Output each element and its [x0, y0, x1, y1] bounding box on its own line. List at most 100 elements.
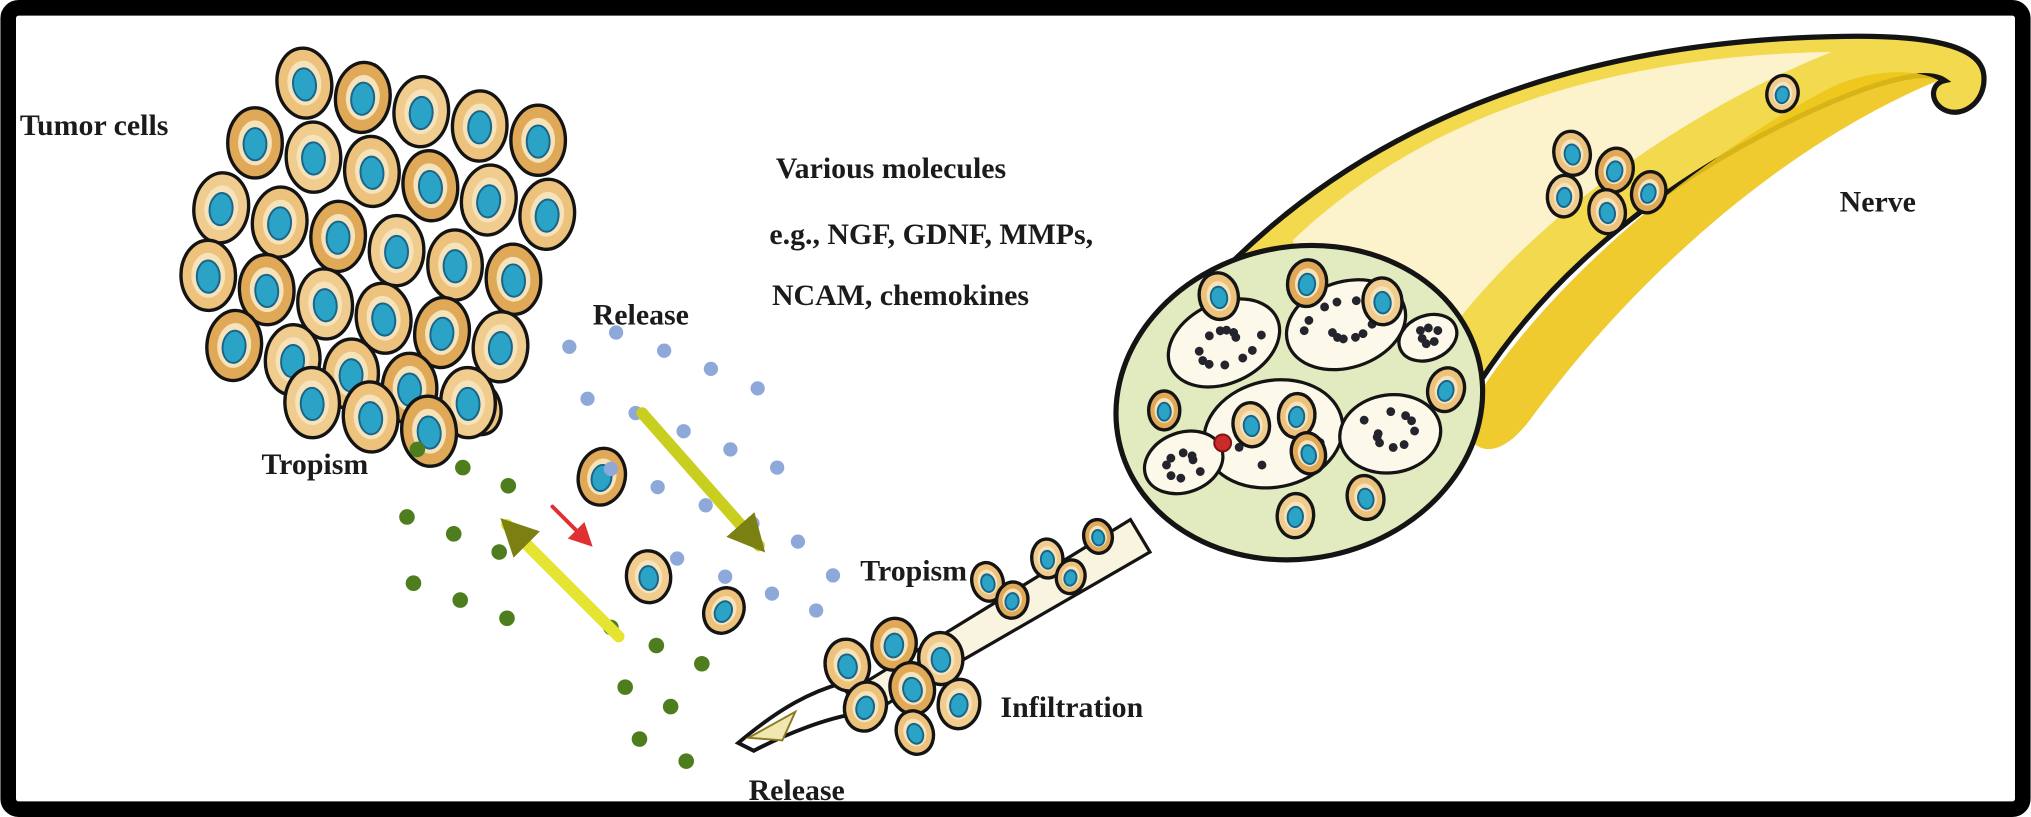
- cell-nucleus: [713, 600, 734, 623]
- cell-nucleus: [442, 249, 468, 284]
- tumor-cell: [917, 630, 965, 687]
- cell-nucleus: [1242, 414, 1261, 438]
- green-molecule-dot: [491, 544, 507, 560]
- blue-molecule-dot: [770, 460, 785, 475]
- green-molecule-dot: [662, 698, 679, 715]
- blue-molecule-dot: [657, 343, 672, 358]
- blue-molecule-dot: [562, 339, 577, 354]
- cell-nucleus: [883, 632, 905, 659]
- cell-nucleus: [487, 331, 513, 366]
- tumor-cell: [341, 380, 400, 454]
- tumor-cell: [1054, 558, 1087, 596]
- axon-dot: [1166, 471, 1176, 481]
- cell-nucleus: [359, 155, 385, 190]
- axon-dot: [1166, 453, 1176, 463]
- green-molecule-dot: [405, 575, 422, 591]
- red-blood-cell: [1213, 433, 1233, 453]
- tumor-cell: [870, 616, 918, 672]
- cell-nucleus: [476, 184, 502, 219]
- cell-nucleus: [416, 415, 442, 450]
- tumor-cell: [1545, 173, 1583, 219]
- tumor-cell: [333, 60, 392, 135]
- green-molecule-dots: [399, 441, 710, 769]
- blue-molecule-dot: [790, 534, 806, 549]
- green-molecule-dot: [694, 655, 710, 672]
- cell-nucleus: [312, 288, 338, 323]
- axon-dot: [1176, 473, 1186, 483]
- tumor-cell: [392, 74, 451, 149]
- cell-nucleus: [1373, 290, 1392, 315]
- cell-nucleus: [525, 124, 551, 159]
- tumor-cell: [459, 163, 518, 237]
- green-molecule-dot: [648, 637, 665, 654]
- axon-dot: [1257, 460, 1267, 470]
- tumor-cell: [237, 252, 296, 327]
- tumor-cells-label: Tumor cells: [20, 109, 168, 142]
- blue-molecule-dot: [808, 603, 824, 618]
- cell-nucleus: [1357, 487, 1375, 510]
- axon-dot: [1195, 467, 1205, 476]
- cell-nucleus: [371, 302, 397, 337]
- axon-dot: [1187, 451, 1197, 461]
- cell-nucleus: [195, 259, 221, 294]
- axon-dot: [1332, 297, 1342, 307]
- tumor-cell: [367, 213, 426, 288]
- cell-nucleus: [1286, 505, 1304, 529]
- cross-section-tumor-cells: [1146, 258, 1467, 540]
- tumor-cell: [1285, 258, 1329, 309]
- cell-nucleus: [1063, 569, 1078, 587]
- tumor-cell: [936, 677, 982, 731]
- infiltration-label: Infiltration: [1001, 691, 1144, 724]
- nerve-fascicle: [1397, 312, 1459, 363]
- axon-dot: [1178, 448, 1188, 458]
- tumor-cell: [1197, 271, 1241, 322]
- axon-dot: [1359, 415, 1369, 425]
- tumor-cell: [1146, 389, 1182, 432]
- tumor-cell: [250, 185, 309, 259]
- cell-nucleus: [1774, 85, 1790, 105]
- cell-nucleus: [1640, 183, 1657, 204]
- axon-dot: [1433, 326, 1443, 335]
- axon-dot: [1401, 411, 1410, 421]
- tumor-cell: [1629, 170, 1668, 215]
- tumor-cell: [1587, 188, 1628, 236]
- cell-nucleus: [358, 401, 384, 436]
- green-molecule-dot: [631, 731, 648, 747]
- axon-dot: [1351, 332, 1360, 342]
- blue-molecule-dot: [703, 361, 719, 377]
- green-molecule-dot: [678, 753, 695, 769]
- axon-dot: [1194, 346, 1204, 356]
- tumor-cell: [1552, 129, 1593, 177]
- axon-dot: [1375, 438, 1384, 448]
- tumor-cell: [1276, 391, 1317, 440]
- tumor-cell: [354, 281, 413, 355]
- cell-nucleus: [501, 263, 526, 298]
- cell-nucleus: [325, 220, 351, 255]
- green-molecule-dot: [452, 592, 469, 608]
- green-molecule-dot: [445, 526, 462, 542]
- axon-dot: [1373, 429, 1383, 439]
- axon-dot: [1204, 331, 1214, 341]
- tumor-cell: [226, 106, 284, 180]
- axon-dot: [1416, 326, 1425, 335]
- nerve-label: Nerve: [1840, 186, 1916, 219]
- cell-nucleus: [384, 234, 409, 270]
- cell-nucleus: [1556, 186, 1573, 208]
- figure-labels: Tumor cells Release Tropism Various mole…: [20, 109, 1916, 807]
- cell-nucleus: [455, 386, 481, 422]
- axon-dot: [1407, 416, 1416, 426]
- green-molecule-dot: [617, 679, 633, 695]
- cell-nucleus: [1598, 201, 1616, 225]
- cell-nucleus: [299, 386, 325, 422]
- cell-nucleus: [930, 646, 952, 673]
- cell-nucleus: [1156, 401, 1172, 422]
- axon-dot: [1421, 339, 1431, 349]
- axon-dot: [1351, 296, 1361, 306]
- cell-nucleus: [1091, 529, 1106, 547]
- axon-dot: [1423, 323, 1433, 333]
- axon-dot: [1234, 442, 1244, 452]
- axon-dot: [1238, 353, 1248, 363]
- blue-molecule-dot: [580, 391, 595, 406]
